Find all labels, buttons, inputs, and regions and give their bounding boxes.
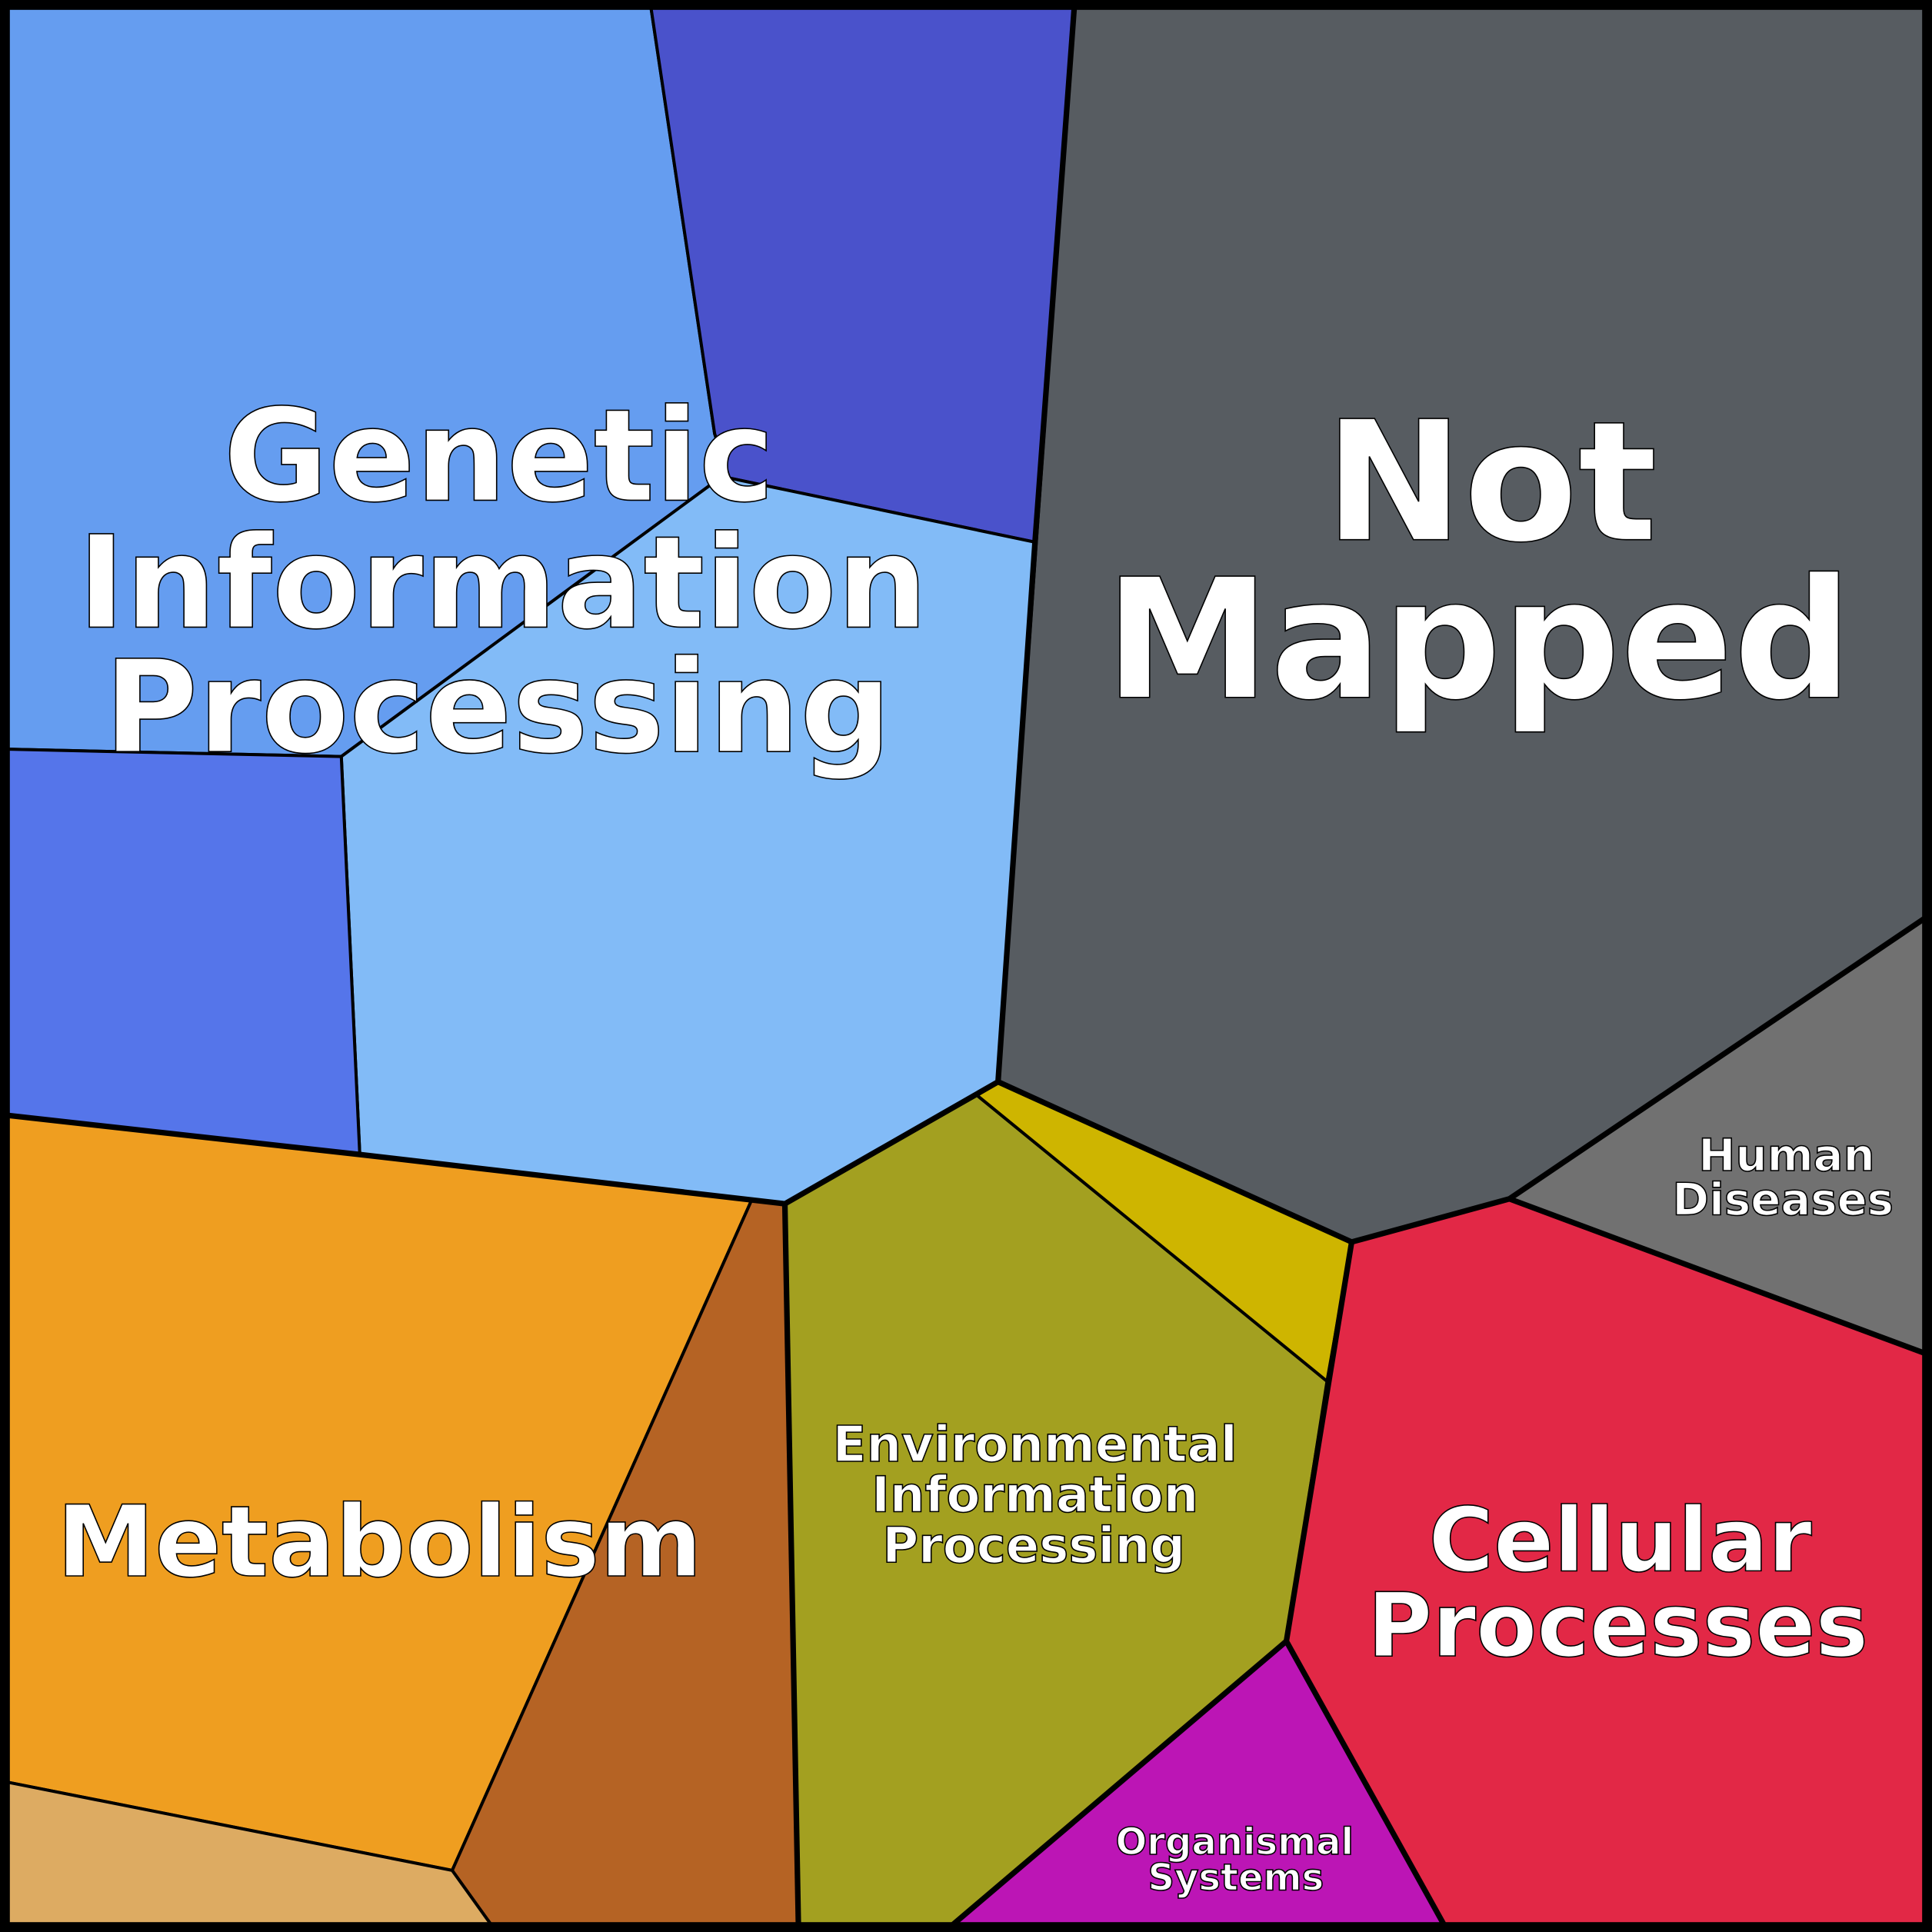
label-line: Processing xyxy=(882,1517,1185,1574)
label-organismal: Organismal Systems xyxy=(1115,1820,1354,1900)
border-metabolism xyxy=(781,1204,801,1927)
label-line: Diseases xyxy=(1672,1174,1894,1226)
label-line: Environmental xyxy=(833,1417,1237,1474)
cell-genetic-blue xyxy=(3,747,361,1157)
label-cellular: Cellular Processes xyxy=(1367,1489,1869,1678)
label-line: Human xyxy=(1698,1129,1874,1181)
border-human xyxy=(1508,1196,1928,1357)
label-environmental: Environmental Information Processing xyxy=(832,1416,1238,1575)
label-line: Information xyxy=(871,1467,1198,1524)
label-human-diseases: Human Diseases xyxy=(1672,1128,1894,1226)
border-genetic xyxy=(5,5,1078,1207)
label-line: Metabolism xyxy=(57,1485,703,1600)
label-line: Not xyxy=(1324,386,1657,580)
label-genetic: Genetic Information Processing xyxy=(77,381,928,783)
label-line: Cellular xyxy=(1429,1490,1812,1593)
border-organismal xyxy=(948,1639,1288,1930)
label-line: Processes xyxy=(1367,1574,1868,1677)
label-line: Mapped xyxy=(1104,544,1852,738)
label-line: Genetic xyxy=(223,381,774,531)
label-line: Information xyxy=(78,508,928,658)
label-not-mapped: Not Mapped xyxy=(1104,385,1854,738)
border-not-mapped xyxy=(997,914,1929,1245)
label-line: Organismal xyxy=(1115,1820,1354,1864)
label-line: Processing xyxy=(104,633,891,782)
label-metabolism: Metabolism xyxy=(56,1484,703,1601)
label-line: Systems xyxy=(1148,1857,1324,1900)
